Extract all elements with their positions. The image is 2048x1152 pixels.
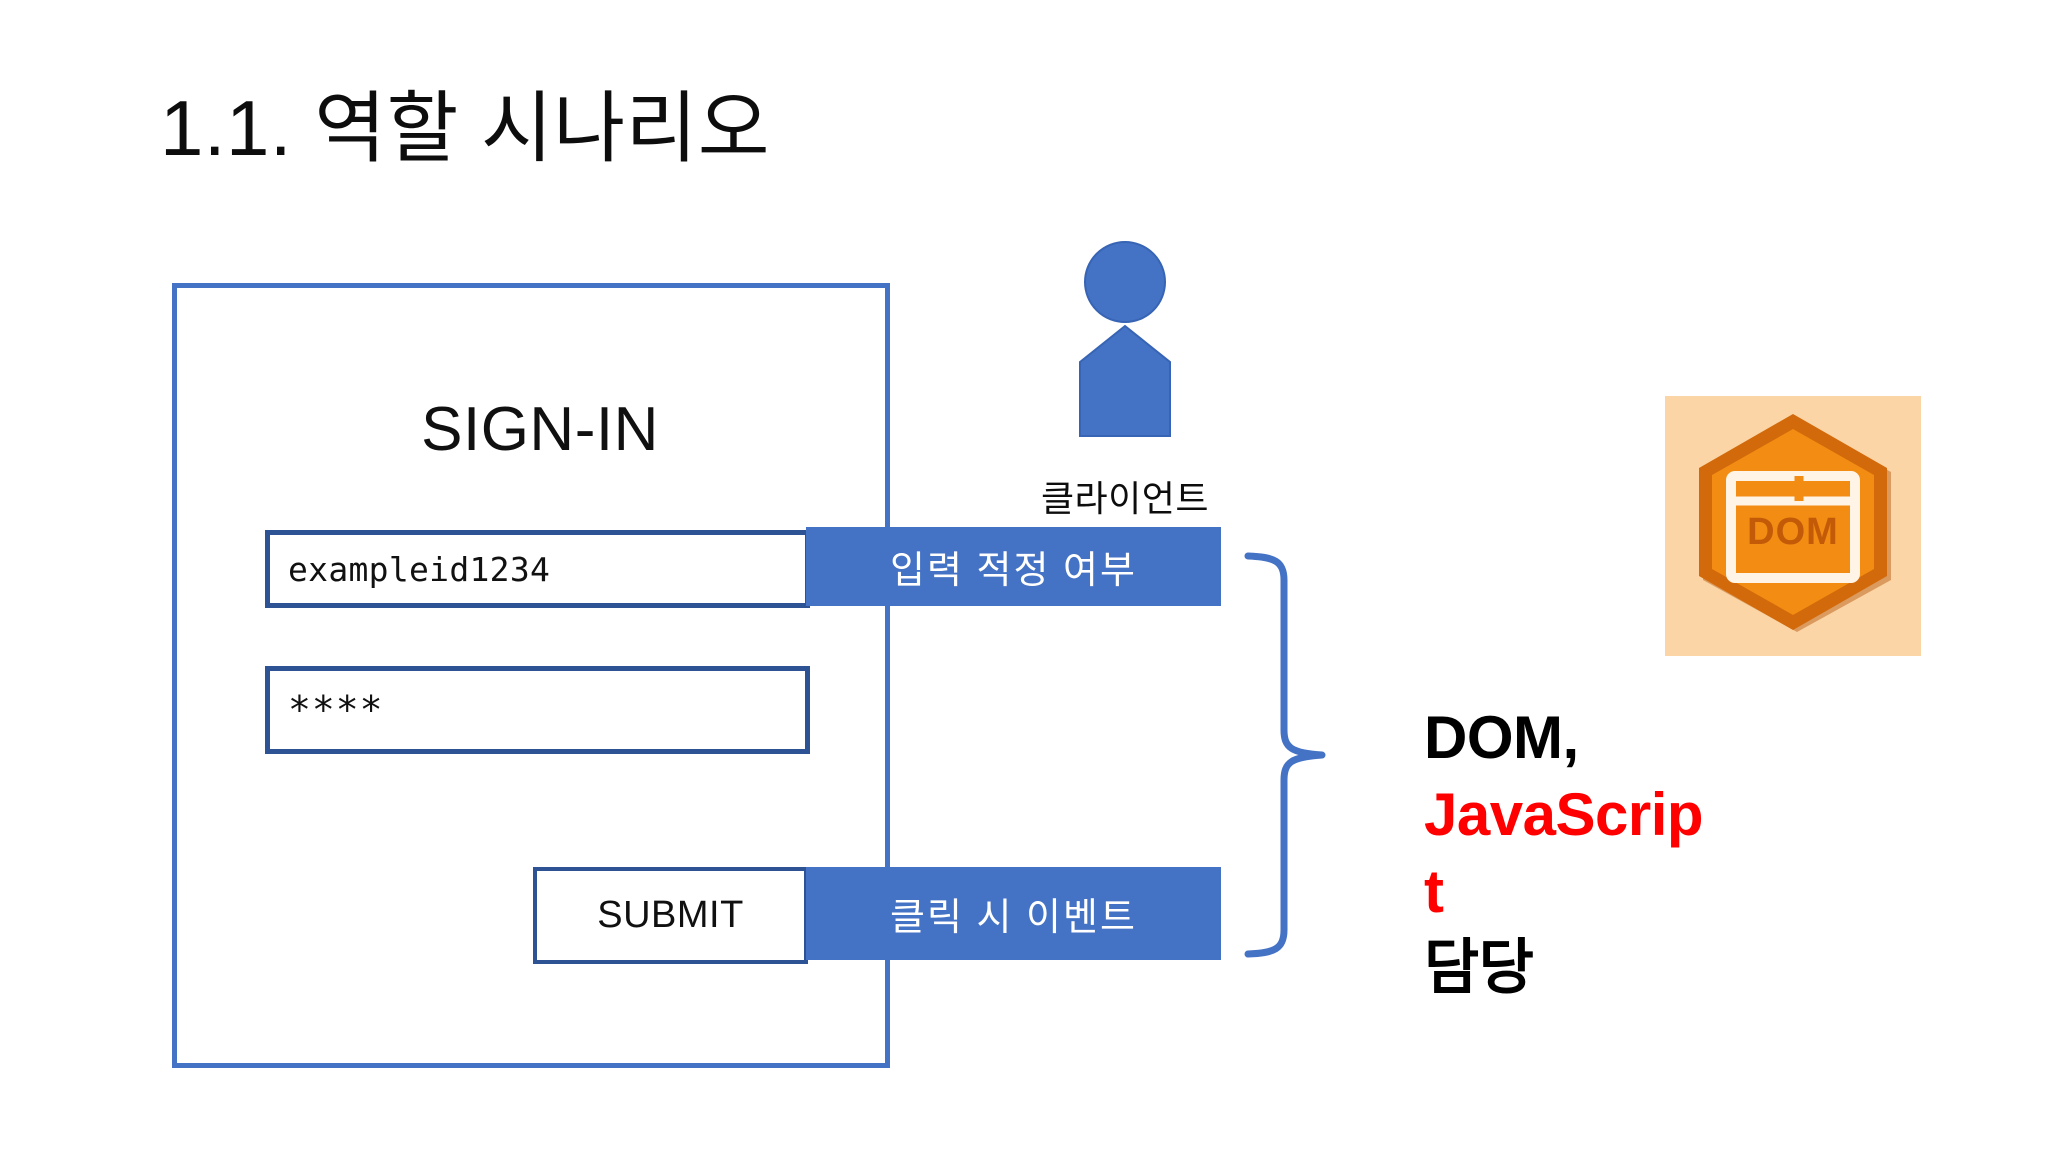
role-line-javascript-part2: t bbox=[1424, 857, 1444, 925]
client-label: 클라이언트 bbox=[1040, 478, 1210, 519]
password-input-value: **** bbox=[288, 688, 384, 732]
id-input-value: exampleid1234 bbox=[288, 549, 551, 589]
role-line-javascript-part1: JavaScrip bbox=[1424, 780, 1704, 848]
submit-button[interactable]: SUBMIT bbox=[533, 867, 808, 964]
role-line-dom: DOM, bbox=[1424, 704, 1579, 771]
id-input[interactable]: exampleid1234 bbox=[265, 530, 810, 608]
role-line-responsibility: 담당 bbox=[1424, 934, 1534, 1002]
svg-text:DOM: DOM bbox=[1747, 511, 1839, 553]
page-title: 1.1. 역할 시나리오 bbox=[160, 84, 771, 172]
password-input[interactable]: **** bbox=[265, 666, 810, 754]
annotation-input-validation: 입력 적정 여부 bbox=[806, 527, 1221, 606]
dom-logo-icon: DOM bbox=[1665, 396, 1921, 656]
signin-heading: SIGN-IN bbox=[421, 395, 659, 464]
annotation-click-event: 클릭 시 이벤트 bbox=[806, 867, 1221, 960]
role-description: DOM, JavaScrip t 담당 bbox=[1424, 700, 1824, 1007]
brace-connector bbox=[1240, 550, 1330, 960]
client-person-icon bbox=[1060, 240, 1190, 440]
